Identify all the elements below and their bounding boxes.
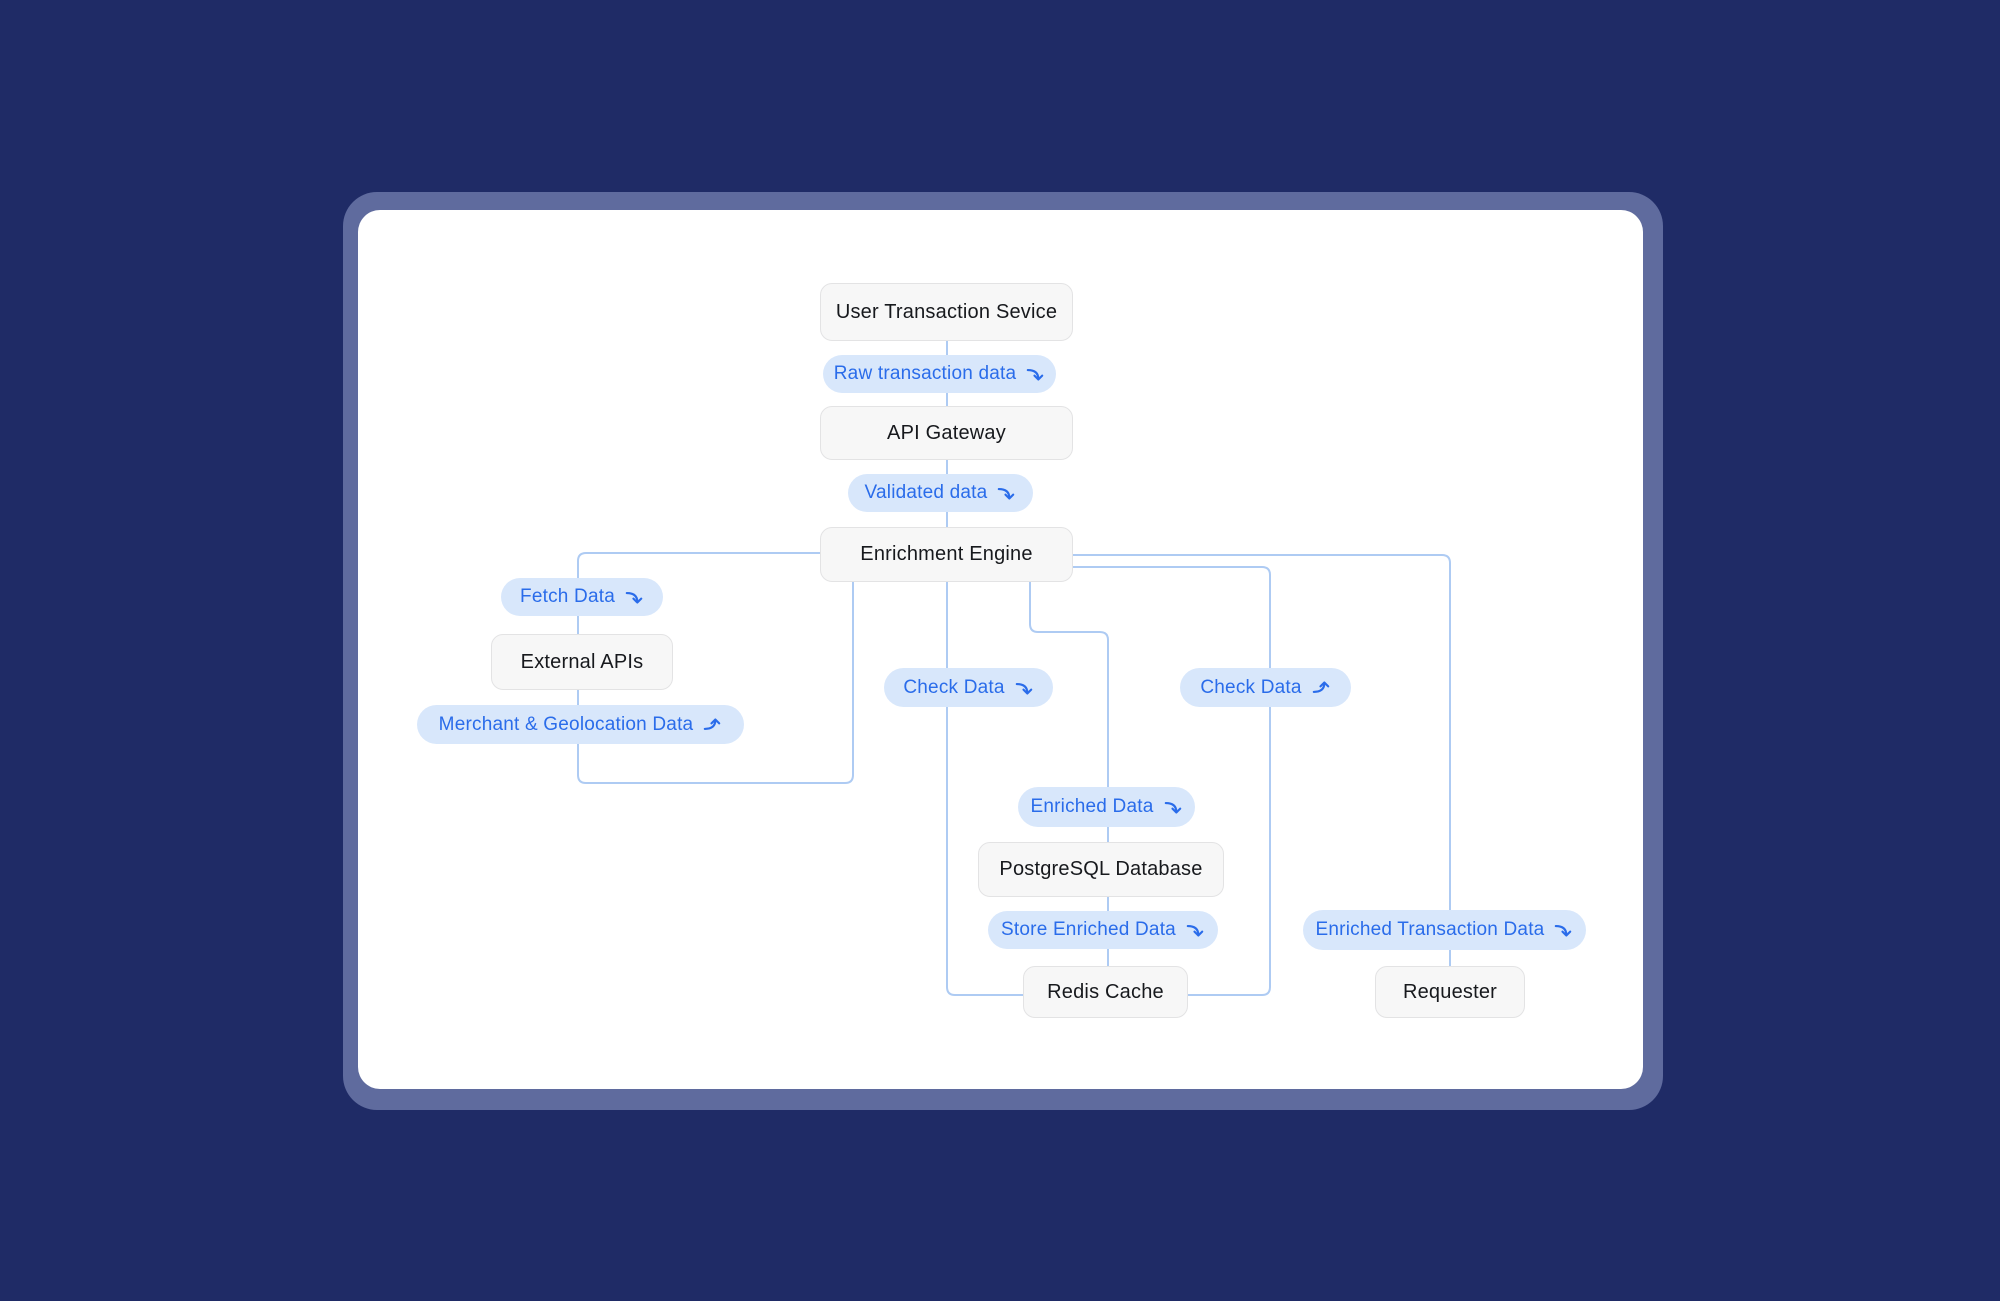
check-data-right-text: Check Data — [1200, 676, 1302, 698]
redis-cache-node[interactable]: Redis Cache — [1023, 966, 1188, 1018]
external-apis-node[interactable]: External APIs — [491, 634, 673, 690]
curve-arrow-down-icon — [625, 592, 643, 604]
merchant-geolocation-data-label[interactable]: Merchant & Geolocation Data — [417, 705, 744, 744]
curve-arrow-down-icon — [998, 488, 1015, 500]
curve-arrow-down-icon — [1164, 802, 1181, 814]
enriched-data-label[interactable]: Enriched Data — [1018, 787, 1195, 827]
requester-node[interactable]: Requester — [1375, 966, 1525, 1018]
user-transaction-service-node[interactable]: User Transaction Sevice — [820, 283, 1073, 341]
fetch-data-text: Fetch Data — [520, 586, 615, 607]
check-data-left-text: Check Data — [903, 676, 1005, 698]
enriched-transaction-data-text: Enriched Transaction Data — [1315, 919, 1545, 940]
fetch-data-label[interactable]: Fetch Data — [501, 578, 663, 616]
curve-arrow-down-icon — [1555, 925, 1572, 937]
postgresql-database-node[interactable]: PostgreSQL Database — [978, 842, 1224, 897]
curve-arrow-down-icon — [1186, 925, 1204, 937]
validated-data-label[interactable]: Validated data — [848, 474, 1033, 512]
check-data-right-label[interactable]: Check Data — [1180, 668, 1351, 707]
raw-transaction-data-text: Raw transaction data — [833, 363, 1017, 384]
curve-arrow-up-icon — [1312, 680, 1329, 693]
api-gateway-node[interactable]: API Gateway — [820, 406, 1073, 460]
enriched-transaction-data-label[interactable]: Enriched Transaction Data — [1303, 910, 1586, 950]
raw-transaction-data-label[interactable]: Raw transaction data — [823, 355, 1056, 393]
curve-arrow-down-icon — [1015, 682, 1032, 695]
store-enriched-data-text: Store Enriched Data — [1001, 919, 1176, 940]
validated-data-text: Validated data — [864, 482, 988, 503]
store-enriched-data-label[interactable]: Store Enriched Data — [988, 911, 1218, 949]
enrichment-engine-node[interactable]: Enrichment Engine — [820, 527, 1073, 582]
check-data-left-label[interactable]: Check Data — [884, 668, 1053, 707]
merchant-geolocation-data-text: Merchant & Geolocation Data — [438, 713, 694, 735]
curve-arrow-up-icon — [704, 717, 721, 730]
curve-arrow-down-icon — [1026, 369, 1044, 381]
enriched-data-text: Enriched Data — [1030, 796, 1154, 817]
